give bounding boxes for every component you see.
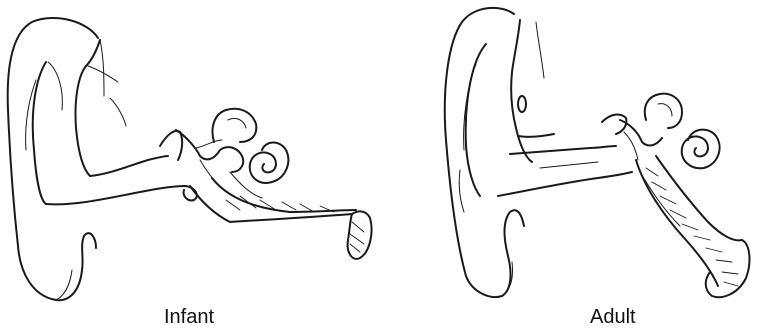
- infant-canal-upper: [90, 156, 168, 176]
- adult-pinna: [445, 8, 524, 297]
- caption-infant: Infant: [164, 306, 214, 329]
- adult-ossicles: [620, 120, 662, 145]
- adult-eardrum: [602, 115, 626, 134]
- adult-cochlea: [682, 130, 720, 169]
- caption-adult: Adult: [590, 306, 636, 329]
- adult-canal-upper: [510, 146, 616, 154]
- adult-canal-lower: [498, 172, 632, 196]
- infant-ear-drawing: [0, 0, 390, 305]
- infant-ossicles: [176, 130, 243, 172]
- adult-semicircular-canals: [645, 94, 682, 128]
- adult-ear-drawing: [440, 0, 760, 305]
- adult-tragus-notch: [518, 96, 526, 112]
- infant-pinna: [8, 18, 98, 300]
- infant-eustachian-tube: [190, 186, 352, 222]
- infant-canal-lower: [46, 186, 197, 204]
- adult-antihelix: [466, 44, 486, 196]
- infant-cochlea: [250, 143, 289, 183]
- infant-semicircular-canals: [213, 109, 257, 142]
